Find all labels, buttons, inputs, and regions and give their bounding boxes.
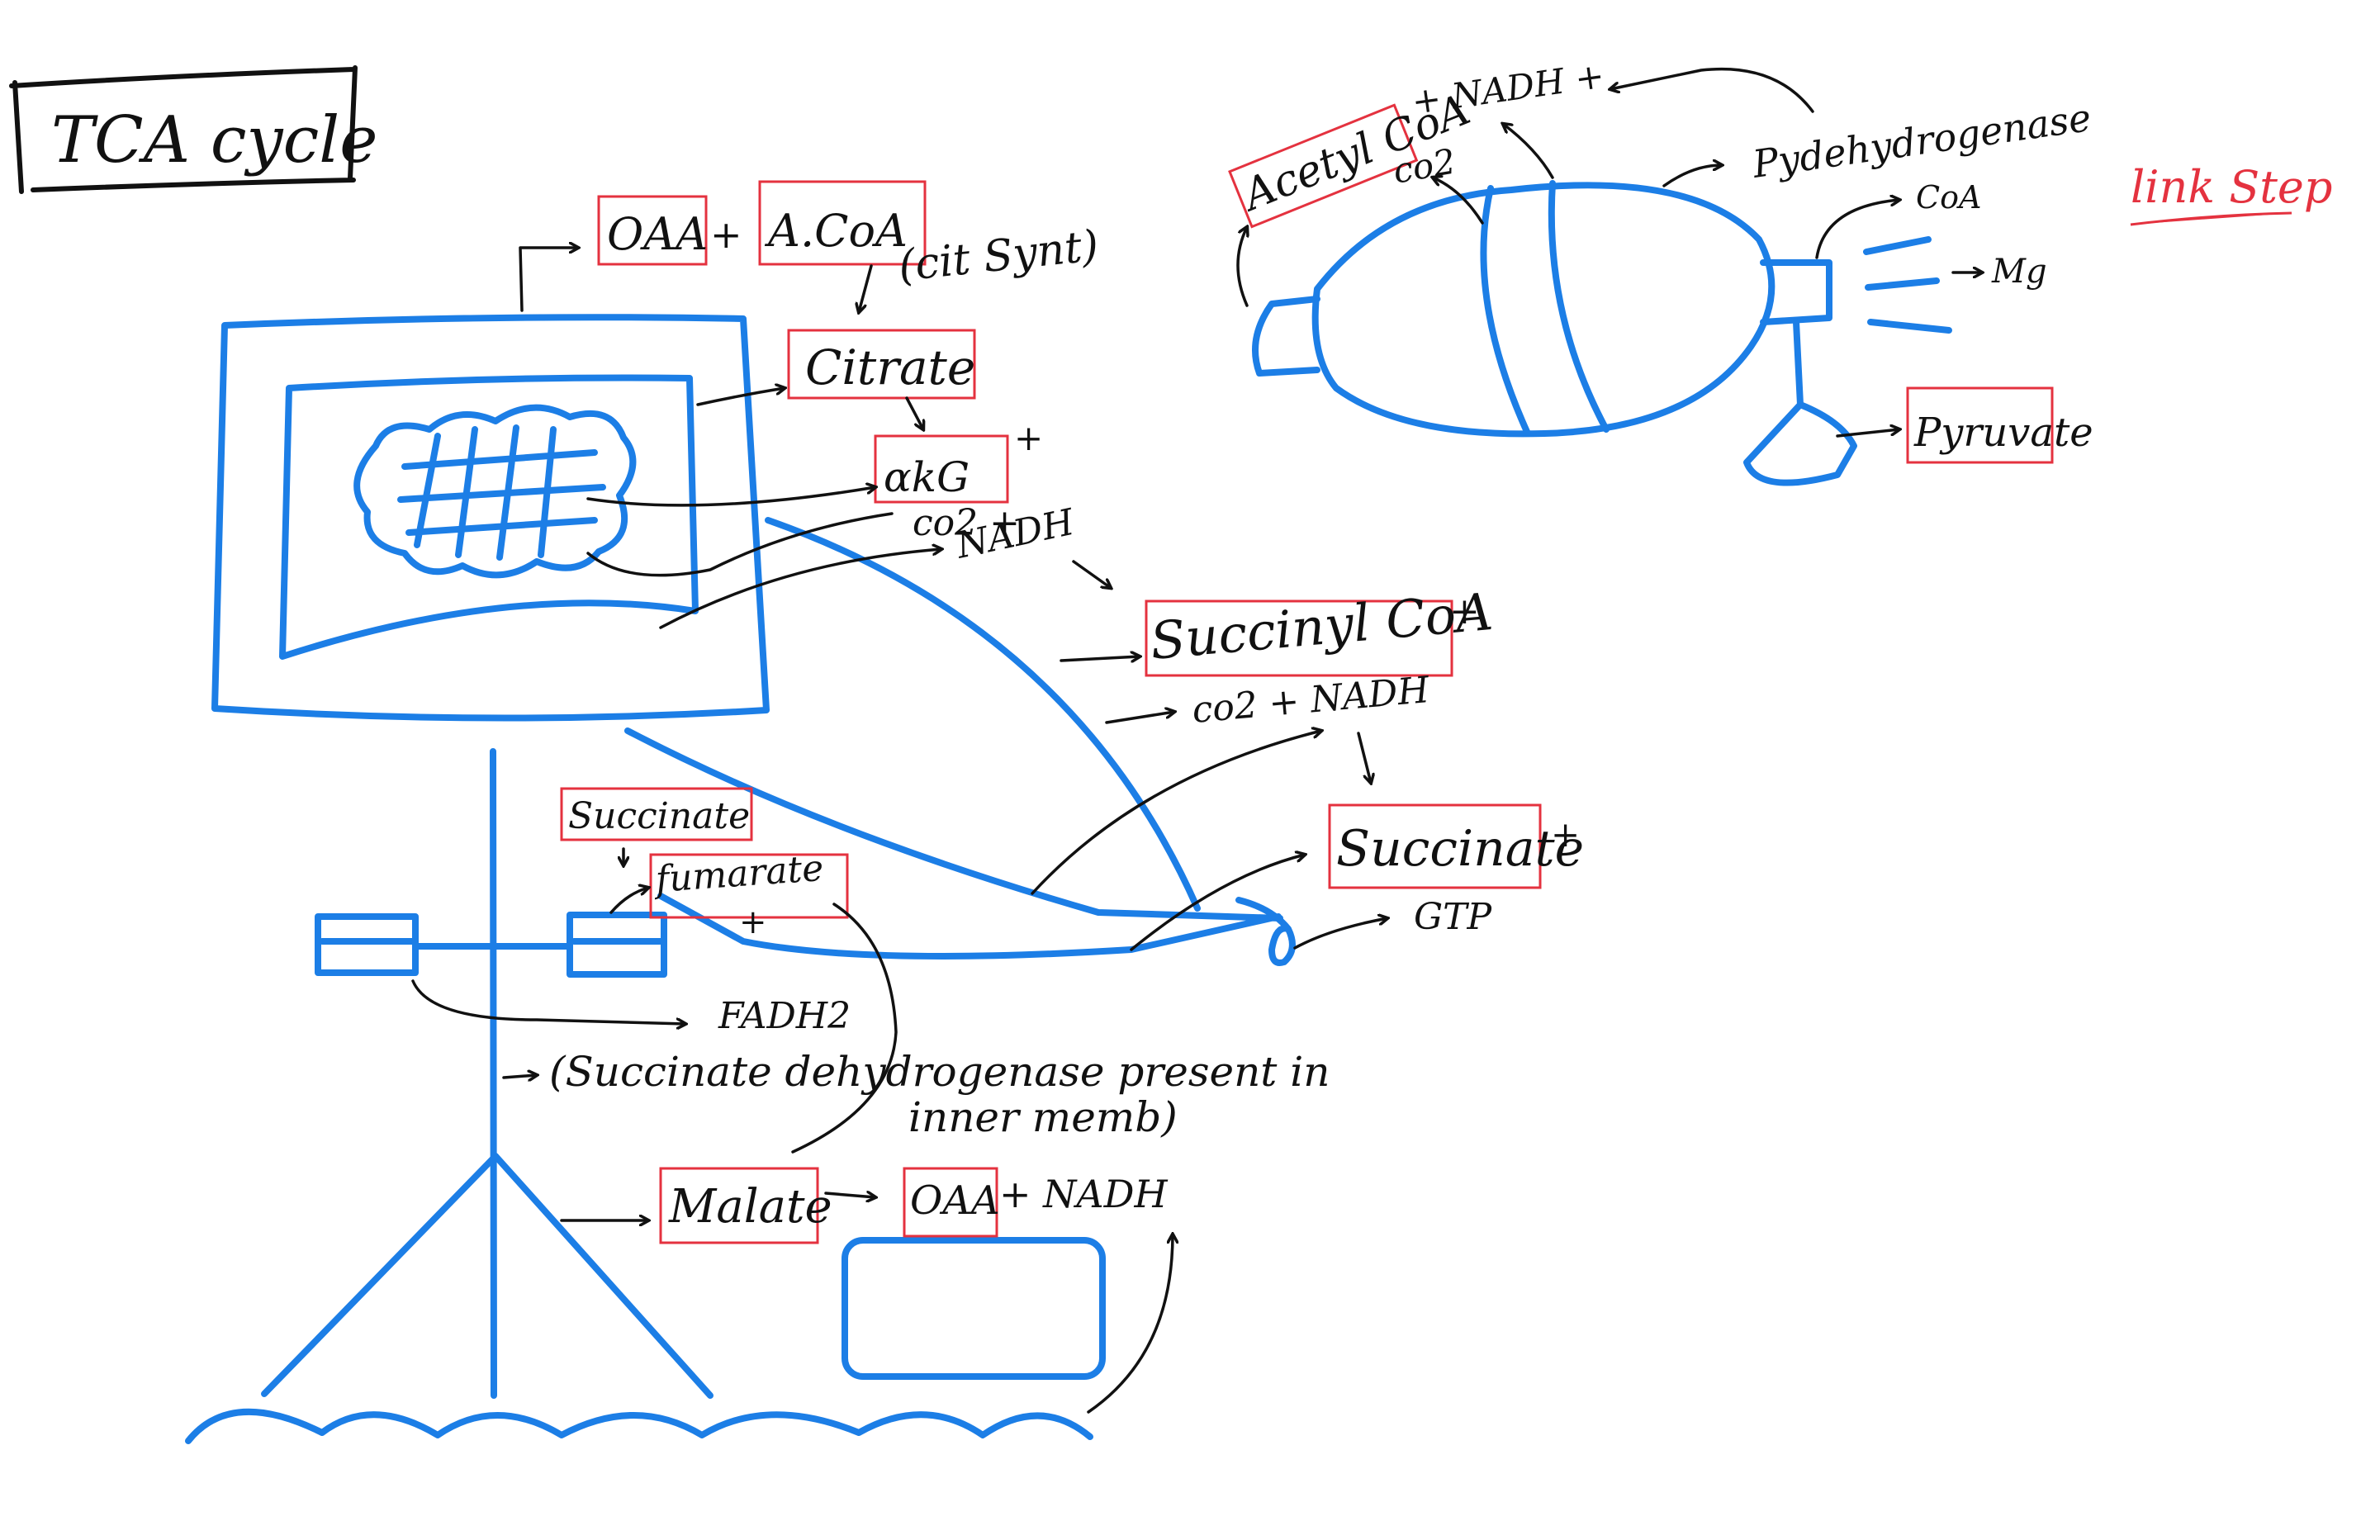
stand-pole	[490, 748, 497, 1399]
pdh-complex-drawing	[1252, 180, 1952, 486]
label-mg: Mg	[1991, 253, 2047, 291]
label-gtp: GTP	[1414, 896, 1492, 938]
label-cit-synt: (cit Synt)	[896, 221, 1101, 291]
label-malate: Malate	[668, 1180, 832, 1234]
stand-base	[185, 1408, 1093, 1444]
title-text: TCA cycle	[51, 103, 377, 178]
label-co2-nadh: co2 + NADH	[1191, 669, 1433, 732]
tube	[624, 517, 1283, 960]
cristae-cloud	[353, 404, 637, 579]
label-citrate: Citrate	[805, 339, 975, 396]
label-coa-link: CoA	[1916, 179, 1981, 216]
title-box: TCA cycle	[9, 65, 377, 194]
label-succinate-plus: +	[1551, 814, 1580, 855]
label-plus-1: +	[710, 212, 742, 257]
label-succinate-small: Succinate	[568, 795, 750, 837]
label-oaa-2-nadh: + NADH	[999, 1172, 1169, 1216]
cycle-labels: OAA + A.CoA (cit Synt) Citrate αkG + co2…	[549, 205, 1584, 1234]
label-fadh2: FADH2	[718, 995, 851, 1037]
label-fumarate-plus: +	[739, 903, 767, 941]
lower-box	[842, 1237, 1106, 1380]
mitochondrion-drawing	[185, 314, 1296, 1444]
label-acetyl-products: + NADH +	[1410, 55, 1607, 122]
label-oaa: OAA	[607, 208, 708, 260]
label-succinyl-coa: Succinyl CoA	[1148, 581, 1495, 671]
label-akg: αkG	[884, 453, 970, 501]
label-pyruvate: Pyruvate	[1913, 410, 2093, 456]
label-pdh: Pydehydrogenase	[1749, 95, 2093, 187]
label-link-step: link Step	[2131, 161, 2332, 213]
label-akg-plus: +	[1014, 418, 1043, 458]
label-succinate-main: Succinate	[1336, 820, 1584, 878]
label-succinyl-plus: +	[1449, 590, 1480, 633]
label-acoa: A.CoA	[764, 205, 908, 257]
label-co2-1: co2 +	[913, 502, 1020, 544]
outer-membrane	[211, 314, 770, 722]
label-sdh-note-2: inner memb)	[908, 1093, 1178, 1141]
highlight-boxes	[560, 103, 2054, 1244]
link-step-labels: link Step Acetyl CoA + NADH + co2 Pydehy…	[1234, 55, 2333, 456]
label-oaa-2: OAA	[910, 1178, 1000, 1224]
label-sdh-note-1: (Succinate dehydrogenase present in	[549, 1048, 1330, 1096]
link-step-underline	[2130, 211, 2292, 226]
connector-arrows	[411, 67, 1982, 1414]
